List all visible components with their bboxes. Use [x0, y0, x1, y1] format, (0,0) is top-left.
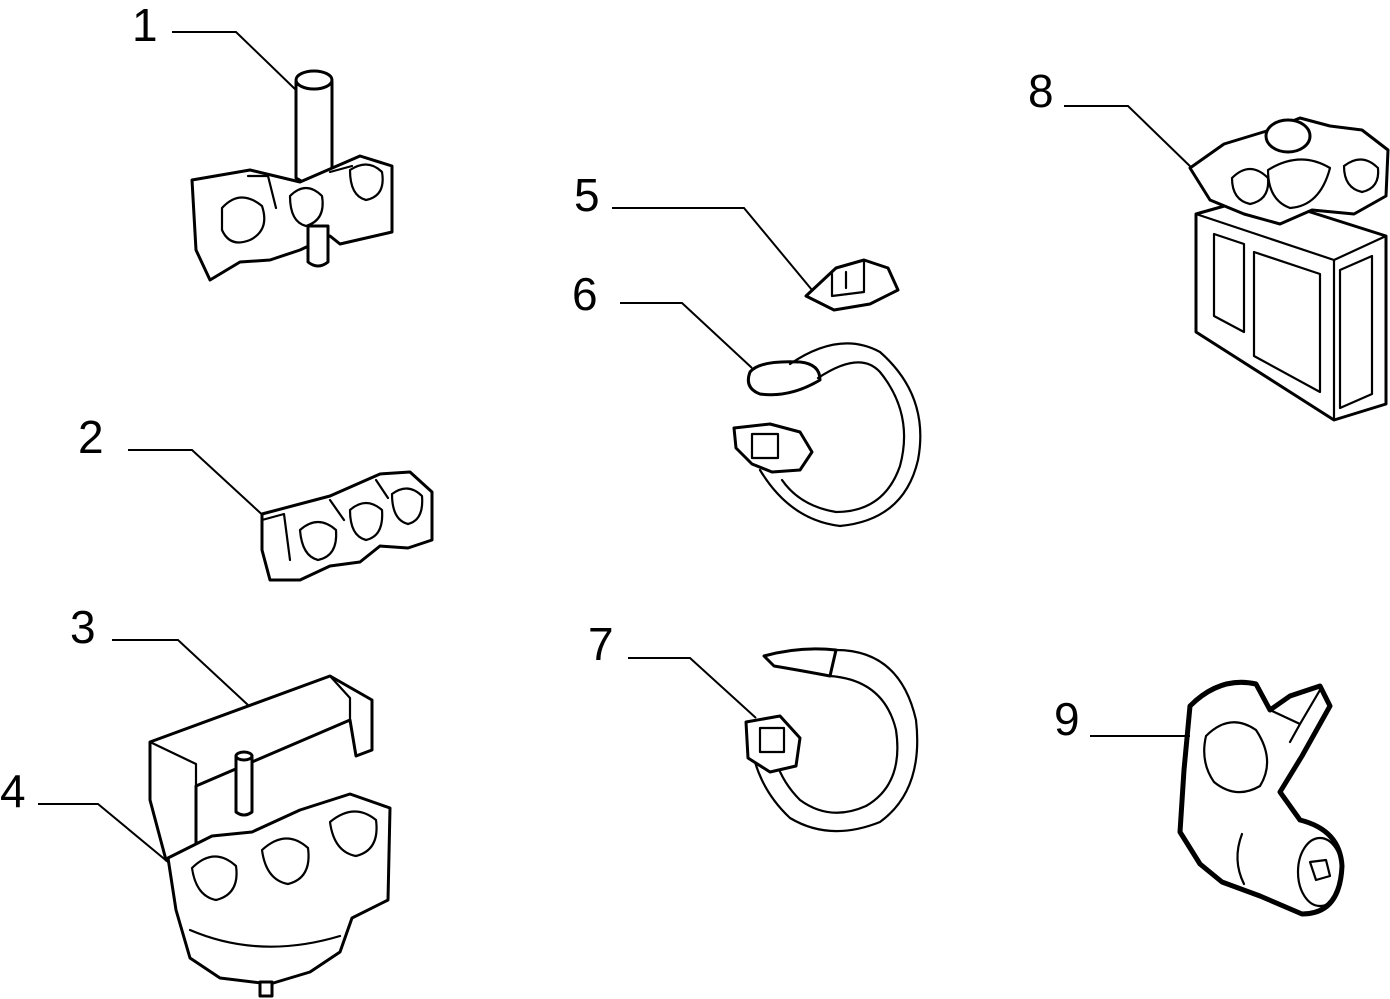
part-6-strap-band — [732, 342, 922, 528]
part-8-block-clip — [1188, 116, 1390, 422]
callout-5[interactable]: 5 — [574, 169, 600, 221]
callout-1[interactable]: 1 — [132, 0, 158, 51]
part-5-buckle — [804, 258, 900, 312]
callout-2[interactable]: 2 — [78, 411, 104, 463]
leader-line-1 — [172, 31, 297, 91]
callout-6[interactable]: 6 — [572, 268, 598, 320]
callout-9[interactable]: 9 — [1054, 693, 1080, 745]
callout-3[interactable]: 3 — [70, 601, 96, 653]
leader-line-7 — [628, 657, 757, 719]
leader-line-6 — [620, 302, 753, 369]
part-2-triple-clip — [260, 470, 434, 582]
part-9-angled-clip — [1177, 679, 1345, 917]
part-3-cover-bar — [148, 674, 374, 862]
leader-line-3 — [112, 639, 249, 706]
callout-7[interactable]: 7 — [588, 618, 614, 670]
part-1-clip-with-post — [190, 69, 394, 282]
leader-line-5 — [612, 207, 813, 291]
callout-8[interactable]: 8 — [1028, 65, 1054, 117]
leader-line-2 — [128, 449, 269, 521]
part-7-band — [744, 647, 919, 833]
part-4-clip-base — [166, 792, 392, 998]
leader-line-4 — [38, 803, 169, 863]
callout-4[interactable]: 4 — [0, 765, 26, 817]
leader-line-8 — [1064, 105, 1197, 173]
